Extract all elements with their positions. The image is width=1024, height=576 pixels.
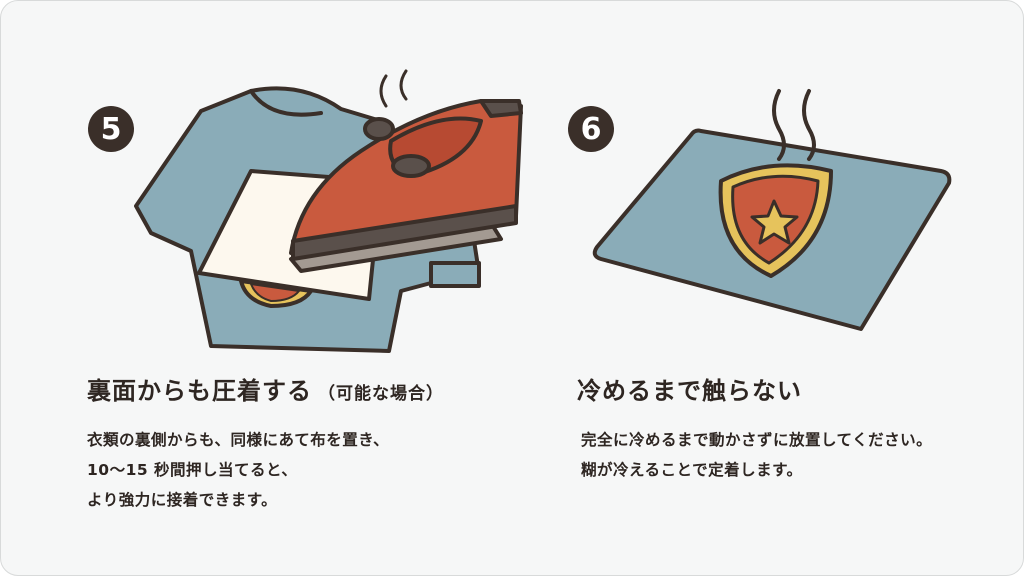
- step-description: 完全に冷めるまで動かさずに放置してください。 糊が冷えることで定着します。: [581, 425, 932, 485]
- step-title-note: （可能な場合）: [318, 384, 444, 404]
- step-number-badge: 6: [568, 106, 614, 152]
- step-title-text: 裏面からも圧着する: [87, 377, 312, 405]
- step-description: 衣類の裏側からも、同様にあて布を置き、 10〜15 秒間押し当てると、 より強力…: [87, 425, 389, 515]
- fabric-with-patch-illustration: [592, 89, 952, 331]
- step-title-text: 冷めるまで触らない: [577, 377, 802, 405]
- description-line: 完全に冷めるまで動かさずに放置してください。: [581, 431, 933, 449]
- iron-illustration: [289, 69, 523, 273]
- step-number: 6: [580, 111, 602, 147]
- step-number-badge: 5: [88, 106, 134, 152]
- step-title: 裏面からも圧着する （可能な場合）: [87, 371, 444, 406]
- description-line: より強力に接着できます。: [87, 491, 278, 509]
- description-line: 10〜15 秒間押し当てると、: [87, 461, 298, 479]
- description-line: 糊が冷えることで定着します。: [581, 461, 803, 479]
- step-number: 5: [100, 111, 122, 147]
- description-line: 衣類の裏側からも、同様にあて布を置き、: [87, 431, 390, 449]
- patch-under-cloth: [239, 279, 313, 308]
- step-title: 冷めるまで触らない: [577, 371, 802, 406]
